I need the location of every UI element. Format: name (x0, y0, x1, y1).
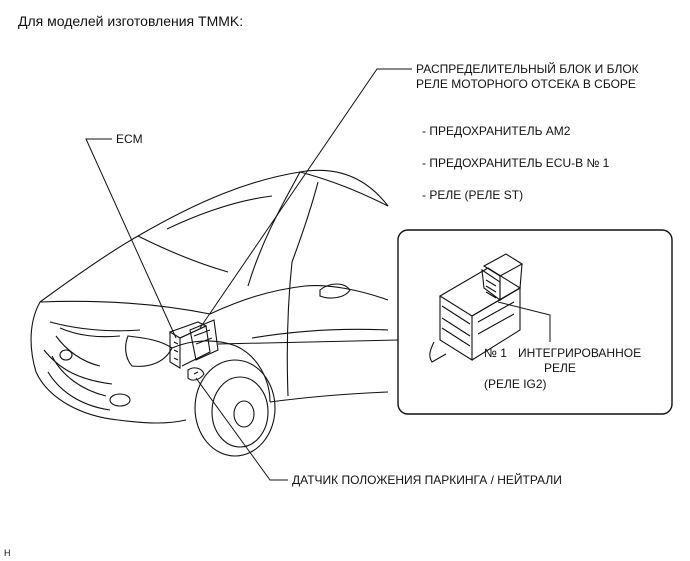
ecm-label: ECM (116, 132, 143, 146)
car-body (30, 169, 389, 457)
footer-code: H (4, 548, 11, 558)
park-neutral-sensor-shape (187, 367, 205, 381)
junction-block-label-line2: РЕЛЕ МОТОРНОГО ОТСЕКА В СБОРЕ (416, 77, 636, 91)
relay-no1-label: № 1 (484, 346, 507, 360)
park-neutral-sensor-label: ДАТЧИК ПОЛОЖЕНИЯ ПАРКИНГА / НЕЙТРАЛИ (292, 473, 562, 487)
leader-lines (85, 68, 551, 481)
relay-ig2-label: (РЕЛЕ IG2) (484, 377, 547, 391)
relay-integrated-label-line2: РЕЛЕ (544, 361, 576, 375)
junction-block-label-line1: РАСПРЕДЕЛИТЕЛЬНЫЙ БЛОК И БЛОК (416, 62, 639, 76)
inset-junction-block (429, 253, 524, 363)
inset-box (397, 229, 673, 415)
fuse-am2-label: - ПРЕДОХРАНИТЕЛЬ AM2 (422, 124, 571, 138)
relay-integrated-label-line1: ИНТЕГРИРОВАННОЕ (518, 346, 642, 360)
relay-st-label: - РЕЛЕ (РЕЛЕ ST) (422, 188, 524, 202)
diagram-heading: Для моделей изготовления TMMK: (18, 13, 244, 29)
junction-block-shape (189, 319, 219, 361)
fuse-ecu-b-label: - ПРЕДОХРАНИТЕЛЬ ECU-B № 1 (422, 156, 610, 170)
ecm-unit (168, 321, 211, 369)
